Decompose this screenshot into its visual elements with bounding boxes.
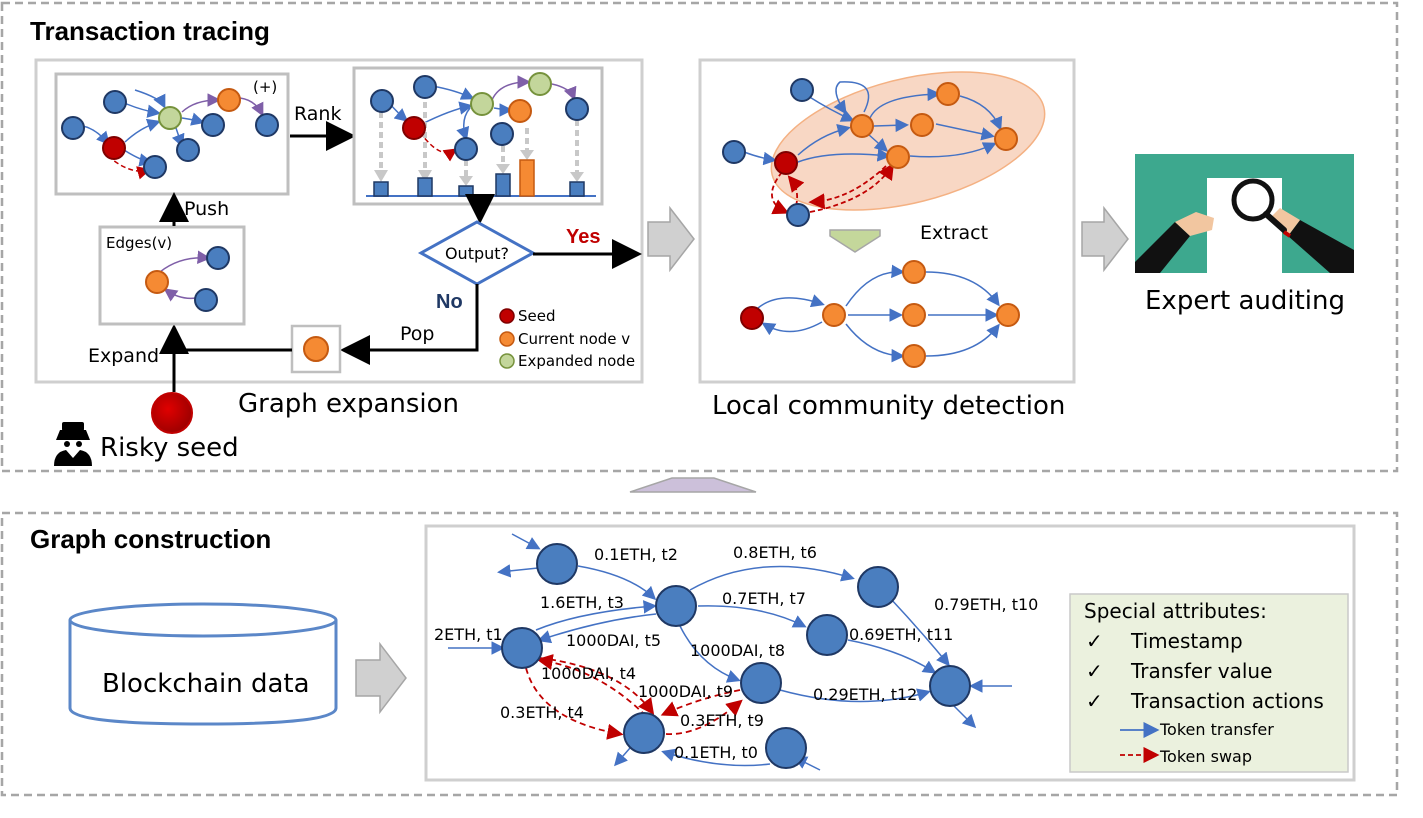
attr-timestamp: Timestamp — [1130, 629, 1243, 653]
attr-transaction-actions: Transaction actions — [1130, 689, 1324, 713]
edge-label: 0.3ETH, t4 — [500, 703, 584, 722]
popped-node — [303, 336, 329, 362]
edge-label: 1000DAI, t5 — [566, 631, 661, 650]
tx-swap-edges — [525, 654, 743, 740]
token-transfer-label: Token transfer — [1159, 720, 1274, 739]
risky-seed-node — [151, 392, 193, 434]
legend-seed-icon — [499, 308, 515, 324]
gray-arrow-to-community — [647, 205, 695, 273]
special-title: Special attributes: — [1084, 599, 1267, 623]
pop-label: Pop — [400, 323, 434, 345]
edge-label: 0.3ETH, t9 — [680, 711, 764, 730]
edge-label: 1000DAI, t8 — [690, 641, 785, 660]
check-icon: ✓ — [1086, 689, 1103, 713]
yes-label: Yes — [566, 226, 600, 248]
graph-expansion-caption: Graph expansion — [238, 389, 459, 419]
expert-auditing-caption: Expert auditing — [1145, 286, 1345, 316]
legend-seed: Seed — [518, 307, 556, 325]
expand-label: Expand — [88, 345, 159, 367]
gray-arrow-to-graph — [355, 641, 407, 715]
tx-nodes — [501, 543, 971, 769]
construction-title: Graph construction — [30, 524, 271, 554]
attr-transfer-value: Transfer value — [1130, 659, 1272, 683]
rank-label: Rank — [294, 103, 341, 125]
check-icon: ✓ — [1086, 629, 1103, 653]
spy-icon — [54, 422, 92, 466]
initial-graph-nodes — [61, 88, 279, 179]
extracted-graph-edges — [757, 264, 1000, 363]
pop-arrow — [340, 284, 479, 365]
edges-label: Edges(v) — [106, 234, 172, 252]
edge-label: 0.1ETH, t0 — [674, 743, 758, 762]
edges-box — [98, 225, 246, 326]
token-swap-label: Token swap — [1159, 747, 1252, 766]
edge-label: 0.7ETH, t7 — [722, 589, 806, 608]
extract-label: Extract — [920, 222, 988, 244]
blockchain-label: Blockchain data — [102, 669, 310, 699]
construction-section-frame — [0, 511, 1399, 797]
community-graph-edges — [743, 81, 1003, 166]
node-legend: Seed Current node v Expanded node — [499, 307, 635, 370]
extract-arrow — [829, 229, 881, 253]
edges-nodes — [145, 246, 230, 312]
edge-label: 1.6ETH, t3 — [540, 593, 624, 612]
community-graph-nodes — [722, 78, 1018, 227]
edges-graph — [159, 250, 211, 302]
legend-expanded-icon — [499, 353, 515, 369]
plus-mark: (+) — [253, 78, 277, 96]
tx-edge-labels: 0.1ETH, t2 0.8ETH, t6 1.6ETH, t3 0.7ETH,… — [434, 543, 1038, 762]
legend-current: Current node v — [518, 330, 630, 348]
tracing-title: Transaction tracing — [30, 16, 270, 46]
edge-label: 1000DAI, t4 — [541, 664, 636, 683]
risky-seed-label: Risky seed — [100, 433, 239, 463]
edge-label: 0.8ETH, t6 — [733, 543, 817, 562]
push-label: Push — [184, 198, 229, 220]
edge-label: 1000DAI, t9 — [638, 682, 733, 701]
tx-transfer-edges — [448, 533, 1012, 771]
extracted-graph-nodes — [740, 260, 1020, 368]
edge-label: 0.29ETH, t12 — [813, 685, 917, 704]
edge-label: 0.79ETH, t10 — [934, 595, 1038, 614]
ranked-graph-box — [352, 66, 604, 206]
check-icon: ✓ — [1086, 659, 1103, 683]
up-arrow — [629, 477, 757, 493]
auditing-image — [1135, 154, 1354, 273]
legend-expanded: Expanded node — [518, 352, 635, 370]
blockchain-cylinder — [68, 602, 338, 726]
legend-current-icon — [499, 331, 515, 347]
edge-label: 0.69ETH, t11 — [849, 625, 953, 644]
no-label: No — [436, 291, 463, 313]
gray-arrow-to-audit — [1081, 205, 1129, 273]
ranked-graph-nodes — [370, 72, 589, 161]
edge-label: 2ETH, t1 — [434, 625, 503, 644]
community-caption: Local community detection — [712, 391, 1065, 421]
output-label: Output? — [445, 244, 509, 263]
edge-label: 0.1ETH, t2 — [594, 545, 678, 564]
tracing-section-frame — [0, 1, 1399, 473]
special-attributes-box — [1069, 593, 1349, 773]
